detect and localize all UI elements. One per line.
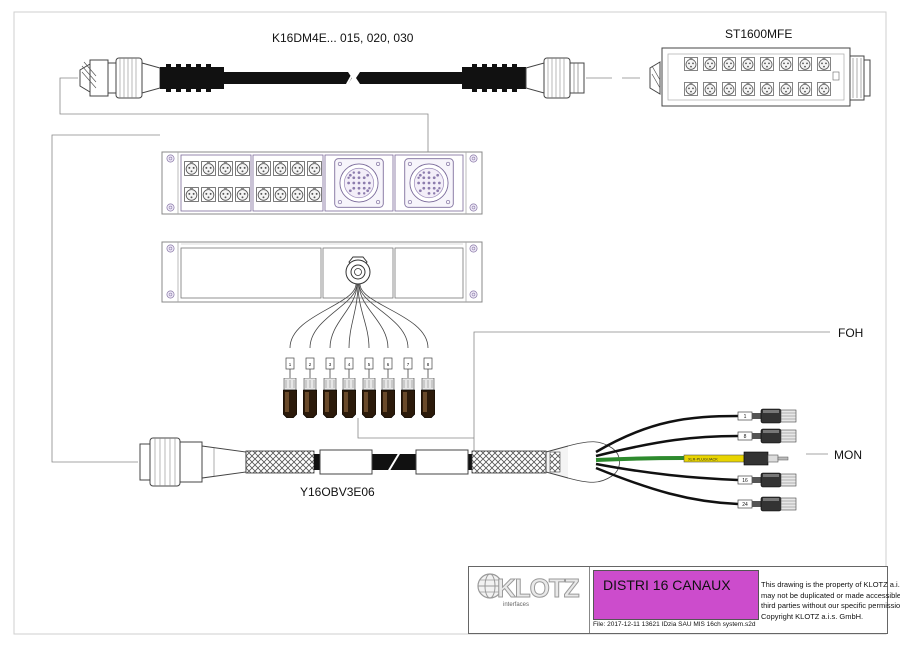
tail-tag-label: 6 xyxy=(387,362,390,367)
notice-line: third parties without our specific permi… xyxy=(761,601,900,610)
title-block: KLOTZ interfaces DISTRI 16 CANAUX File: … xyxy=(468,566,900,634)
tail-tag-label: 4 xyxy=(348,362,351,367)
tail-tags: 1 2 3 4 5 6 7 8 xyxy=(285,357,433,370)
mon-label: MON xyxy=(834,448,862,462)
klotz-logo: KLOTZ interfaces xyxy=(469,567,590,633)
file-reference: File: 2017-12-11 13621 IDzia SAU MIS 16c… xyxy=(593,621,756,628)
guide-lines xyxy=(51,77,830,463)
mon-breakout-tails xyxy=(595,414,739,506)
xlr-male-connector xyxy=(752,496,797,512)
stagebox-label: ST1600MFE xyxy=(725,27,793,41)
mon-tag-label: 1 xyxy=(744,414,747,420)
xlr-male-connector xyxy=(381,378,395,418)
xlr-male-connector xyxy=(752,408,797,424)
multicore-cable-top xyxy=(79,57,585,99)
xlr-male-connector xyxy=(303,378,317,418)
splitter-cable-bottom xyxy=(139,437,620,487)
mon-tag-label: 24 xyxy=(742,502,748,508)
drawing-title-box: DISTRI 16 CANAUX xyxy=(593,570,759,620)
notice-line: may not be duplicated or made accessible… xyxy=(761,590,900,600)
jack-tail-label: XLR-PLUG/JACK xyxy=(688,458,718,462)
xlr-tail-connectors xyxy=(283,378,435,418)
multipin-socket-2 xyxy=(404,158,454,208)
xlr-male-connector xyxy=(752,472,797,488)
tail-tag-label: 8 xyxy=(427,362,430,367)
xlr-male-connector xyxy=(342,378,356,418)
rack-panel-blank xyxy=(161,241,483,303)
tail-tag-box xyxy=(364,357,374,370)
tail-tag-box xyxy=(285,357,295,370)
rack-panel-xlr xyxy=(161,151,483,215)
tail-tag-box xyxy=(423,357,433,370)
fanout-wires xyxy=(289,283,429,378)
cable-top-label: K16DM4E... 015, 020, 030 xyxy=(272,31,414,45)
drawing-title: DISTRI 16 CANAUX xyxy=(603,577,731,593)
xlr-male-connector xyxy=(323,378,337,418)
logo-subtitle: interfaces xyxy=(503,602,530,608)
tail-tag-label: 2 xyxy=(309,362,312,367)
notice-line: This drawing is the property of KLOTZ a.… xyxy=(761,580,900,589)
globe-icon xyxy=(477,573,503,599)
tail-tag-box xyxy=(325,357,335,370)
mon-jack-tail: XLR-PLUG/JACK xyxy=(683,451,789,466)
xlr-male-connector xyxy=(752,428,797,444)
sheet-border xyxy=(13,11,887,635)
xlr-male-connector xyxy=(362,378,376,418)
tail-tag-box xyxy=(403,357,413,370)
tail-tag-label: 1 xyxy=(289,362,292,367)
xlr-male-connector xyxy=(421,378,435,418)
cable-gland xyxy=(345,256,371,285)
logo-wordmark: KLOTZ xyxy=(497,573,581,604)
multipin-socket-1 xyxy=(334,158,384,208)
tail-tag-box xyxy=(344,357,354,370)
tail-tag-label: 7 xyxy=(407,362,410,367)
cable-bottom-label: Y16OBV3E06 xyxy=(300,485,375,499)
notice-line: Copyright KLOTZ a.i.s. GmbH. xyxy=(761,611,864,621)
tail-tag-box xyxy=(305,357,315,370)
mon-tag-label: 16 xyxy=(742,478,748,484)
foh-label: FOH xyxy=(838,326,864,340)
mon-tag-label: 8 xyxy=(744,434,747,440)
tail-tag-label: 3 xyxy=(329,362,332,367)
tail-tag-label: 5 xyxy=(368,362,371,367)
tail-tag-box xyxy=(383,357,393,370)
xlr-male-connector xyxy=(283,378,297,418)
xlr-male-connector xyxy=(401,378,415,418)
copyright-notice: This drawing is the property of KLOTZ a.… xyxy=(761,580,900,622)
stagebox-st1600mfe xyxy=(649,47,871,107)
